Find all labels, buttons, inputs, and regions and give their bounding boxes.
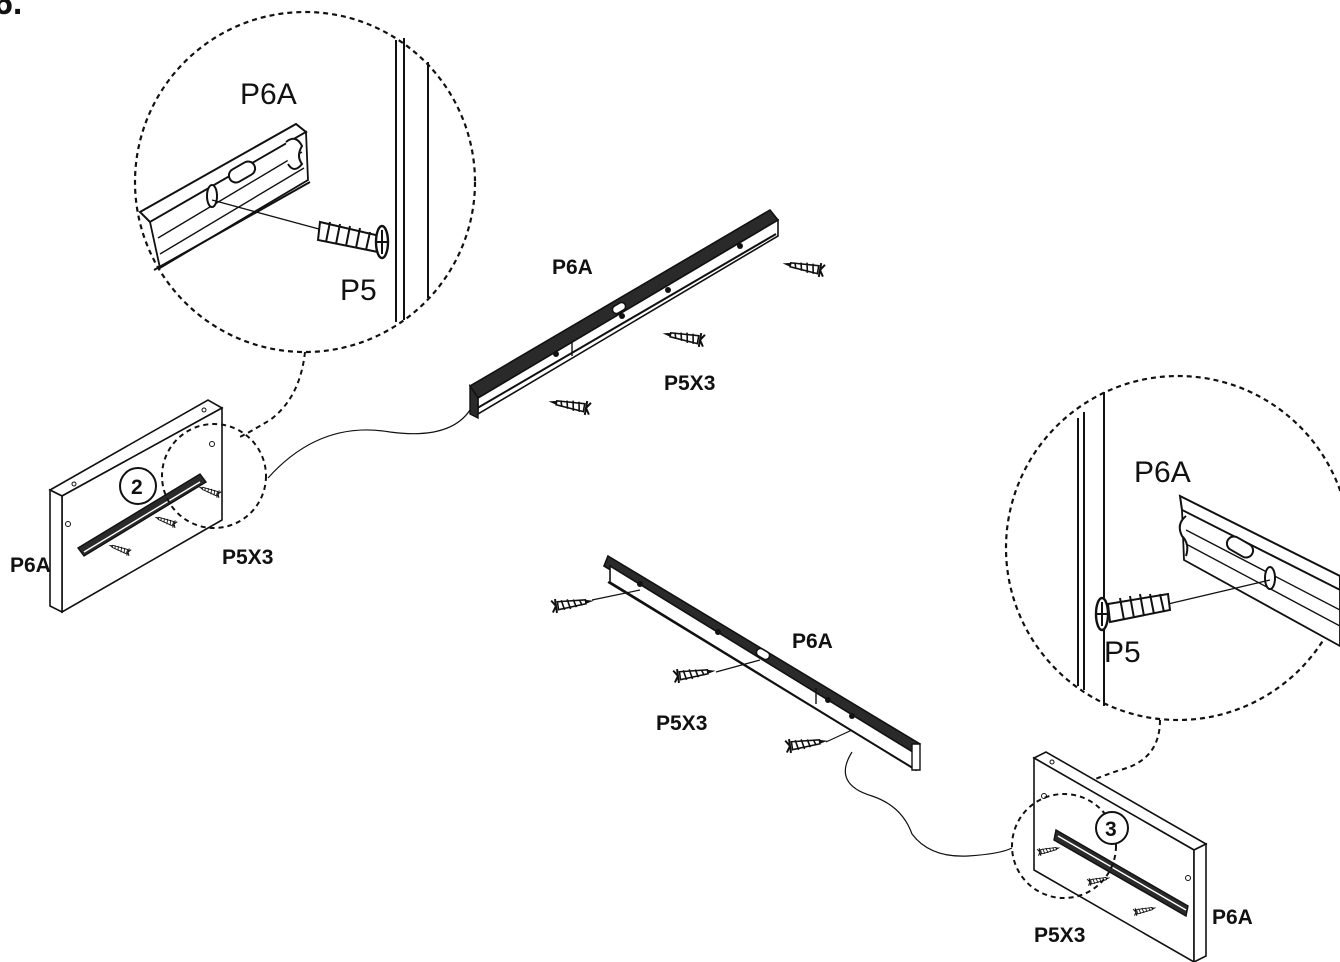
rail-closeup [138, 122, 311, 271]
panel-right-screws-label: P5X3 [1034, 924, 1085, 947]
side-panel-left: 2 P6A P5X3 [10, 399, 273, 614]
zoom-connector-left [237, 351, 306, 439]
rail-top: P6A P5X3 [468, 208, 827, 420]
panel-right-part-label: P6A [1212, 906, 1253, 929]
connector-line-top [267, 409, 471, 479]
rail-top-screws-label: P5X3 [664, 372, 715, 395]
screw-closeup-right [1094, 592, 1172, 632]
zoom-right-part-label: P6A [1134, 456, 1191, 489]
zoom-detail-right: P6A P5 [1004, 374, 1340, 722]
panel-left-part-label: P6A [10, 554, 51, 577]
connector-line-bottom [844, 751, 1013, 857]
rail-bottom: P6A P5X3 [550, 554, 921, 772]
zoom-detail-top: P6A P5 [133, 10, 477, 354]
zoom-connector-right [1071, 719, 1161, 791]
step-number: 6. [0, 0, 22, 22]
panel-right-badge: 3 [1105, 818, 1117, 841]
screw-closeup [316, 220, 390, 260]
zoom-right-screw-label: P5 [1104, 636, 1141, 669]
rail-closeup-right [1178, 494, 1340, 648]
zoom-top-screw-label: P5 [340, 274, 377, 307]
zoom-top-part-label: P6A [240, 78, 297, 111]
rail-bottom-part-label: P6A [792, 630, 833, 653]
panel-left-badge: 2 [131, 476, 143, 499]
panel-left-screws-label: P5X3 [222, 546, 273, 569]
rail-bottom-screws-label: P5X3 [656, 712, 707, 735]
rail-top-part-label: P6A [552, 256, 593, 279]
side-panel-right: 3 P6A P5X3 [1011, 751, 1253, 962]
